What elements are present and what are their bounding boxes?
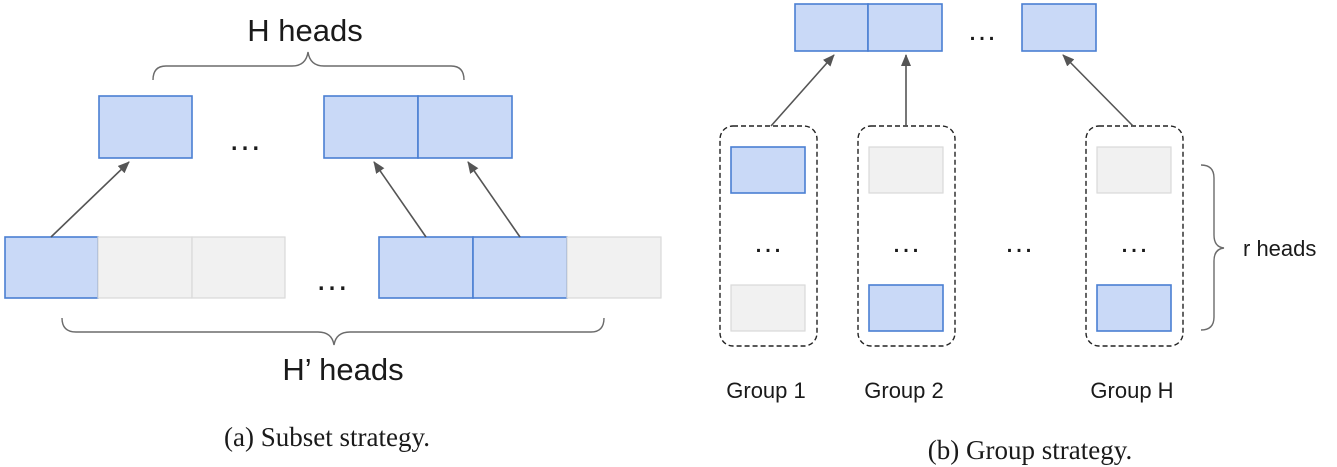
arrow-2 bbox=[373, 161, 427, 238]
group-output-head-h bbox=[1021, 3, 1097, 52]
group-output-head-2 bbox=[867, 3, 943, 52]
group-1-head-selected bbox=[730, 146, 806, 194]
input-head-selected-2 bbox=[378, 236, 474, 299]
input-head-selected-1 bbox=[4, 236, 99, 299]
subset-caption: (a) Subset strategy. bbox=[224, 422, 430, 452]
group-h-head-unused bbox=[1096, 146, 1172, 194]
output-head-1 bbox=[98, 95, 193, 159]
bottom-brace bbox=[61, 317, 605, 346]
input-head-selected-3 bbox=[472, 236, 568, 299]
output-head-3 bbox=[417, 95, 513, 159]
arrow-3 bbox=[467, 161, 521, 238]
group-output-head-1 bbox=[794, 3, 869, 52]
group-top-ellipsis: … bbox=[967, 14, 997, 47]
r-heads-label: r heads bbox=[1243, 236, 1316, 261]
group-1-box bbox=[719, 125, 818, 347]
group-2-label: Group 2 bbox=[864, 378, 944, 403]
group-2-head-selected bbox=[868, 284, 944, 332]
top-brace bbox=[152, 51, 465, 81]
h-heads-label: H heads bbox=[247, 13, 362, 48]
input-head-unused-3 bbox=[566, 236, 662, 299]
group-h-box bbox=[1085, 125, 1184, 347]
arrow-1 bbox=[50, 161, 130, 238]
subset-strategy-panel: H heads … … H’ heads (a) Subset strategy… bbox=[4, 13, 662, 452]
group-1-label: Group 1 bbox=[726, 378, 806, 403]
group-1-head-unused bbox=[730, 284, 806, 332]
r-heads-brace bbox=[1200, 164, 1225, 331]
top-ellipsis: … bbox=[228, 120, 262, 158]
input-head-unused-2 bbox=[191, 236, 286, 299]
group-1-ellipsis: … bbox=[753, 226, 783, 259]
group-h-ellipsis: … bbox=[1119, 226, 1149, 259]
group-arrow-3 bbox=[1062, 54, 1134, 127]
bottom-ellipsis: … bbox=[315, 260, 349, 298]
group-strategy-panel: … … Group 1 … Group 2 … … Group H r head… bbox=[719, 3, 1316, 465]
h-prime-heads-label: H’ heads bbox=[282, 352, 403, 387]
groups-ellipsis: … bbox=[1004, 226, 1034, 259]
output-head-2 bbox=[323, 95, 419, 159]
group-arrow-1 bbox=[770, 54, 835, 127]
group-caption: (b) Group strategy. bbox=[928, 435, 1132, 465]
group-h-head-selected bbox=[1096, 284, 1172, 332]
group-2-head-unused bbox=[868, 146, 944, 194]
input-head-unused-1 bbox=[97, 236, 193, 299]
group-2-ellipsis: … bbox=[891, 226, 921, 259]
group-h-label: Group H bbox=[1090, 378, 1173, 403]
